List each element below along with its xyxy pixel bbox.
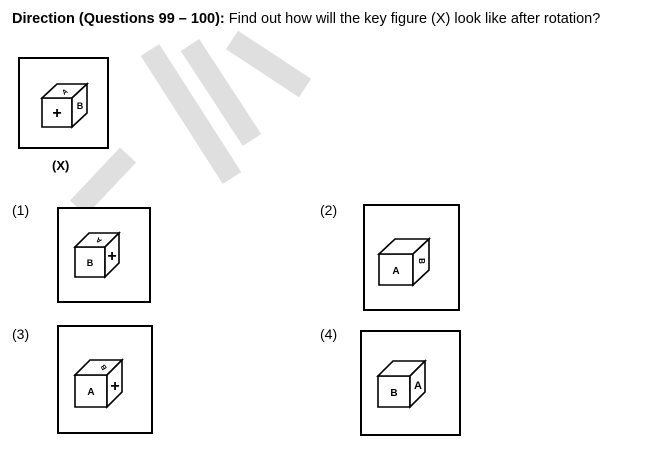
watermark-stripe <box>140 44 242 184</box>
option-1-number: (1) <box>12 202 30 218</box>
key-top-label: A <box>61 88 69 97</box>
option-1-front-label: B <box>87 258 94 268</box>
key-right-label: B <box>77 101 84 111</box>
option-2-number: (2) <box>320 202 338 218</box>
option-1-right-label: + <box>107 248 116 265</box>
watermark-stripe <box>225 30 312 98</box>
option-4-right-label: A <box>414 380 422 392</box>
option-3-front-label: A <box>87 387 94 398</box>
question-text: Direction (Questions 99 – 100): Find out… <box>12 11 657 27</box>
option-2-frame[interactable]: A B <box>363 204 460 311</box>
option-1-frame[interactable]: B + A <box>57 207 151 303</box>
option-4-number: (4) <box>320 326 338 342</box>
option-4-cube: B A <box>376 359 427 409</box>
option-3-frame[interactable]: A + B <box>57 325 153 434</box>
key-figure-label: (X) <box>52 158 70 173</box>
option-3-right-label: + <box>110 378 119 395</box>
option-4-front-label: B <box>390 388 397 399</box>
option-2-right-label: B <box>417 258 426 264</box>
option-3-cube: A + B <box>73 358 124 409</box>
key-figure-cube: + B A <box>39 82 90 129</box>
watermark-stripe <box>69 147 137 216</box>
key-figure-frame: + B A <box>18 57 109 149</box>
key-front-label: + <box>52 105 61 122</box>
option-3-number: (3) <box>12 326 30 342</box>
option-2-front-label: A <box>392 266 399 277</box>
question-lead: Direction (Questions 99 – 100): <box>12 11 225 27</box>
option-4-frame[interactable]: B A <box>360 330 461 436</box>
option-3-top-label: B <box>100 363 109 371</box>
option-1-top-label: A <box>95 235 103 244</box>
option-1-cube: B + A <box>73 231 121 279</box>
question-body: Find out how will the key figure (X) loo… <box>224 11 601 27</box>
watermark-stripe <box>180 38 262 147</box>
option-2-cube: A B <box>376 237 432 287</box>
